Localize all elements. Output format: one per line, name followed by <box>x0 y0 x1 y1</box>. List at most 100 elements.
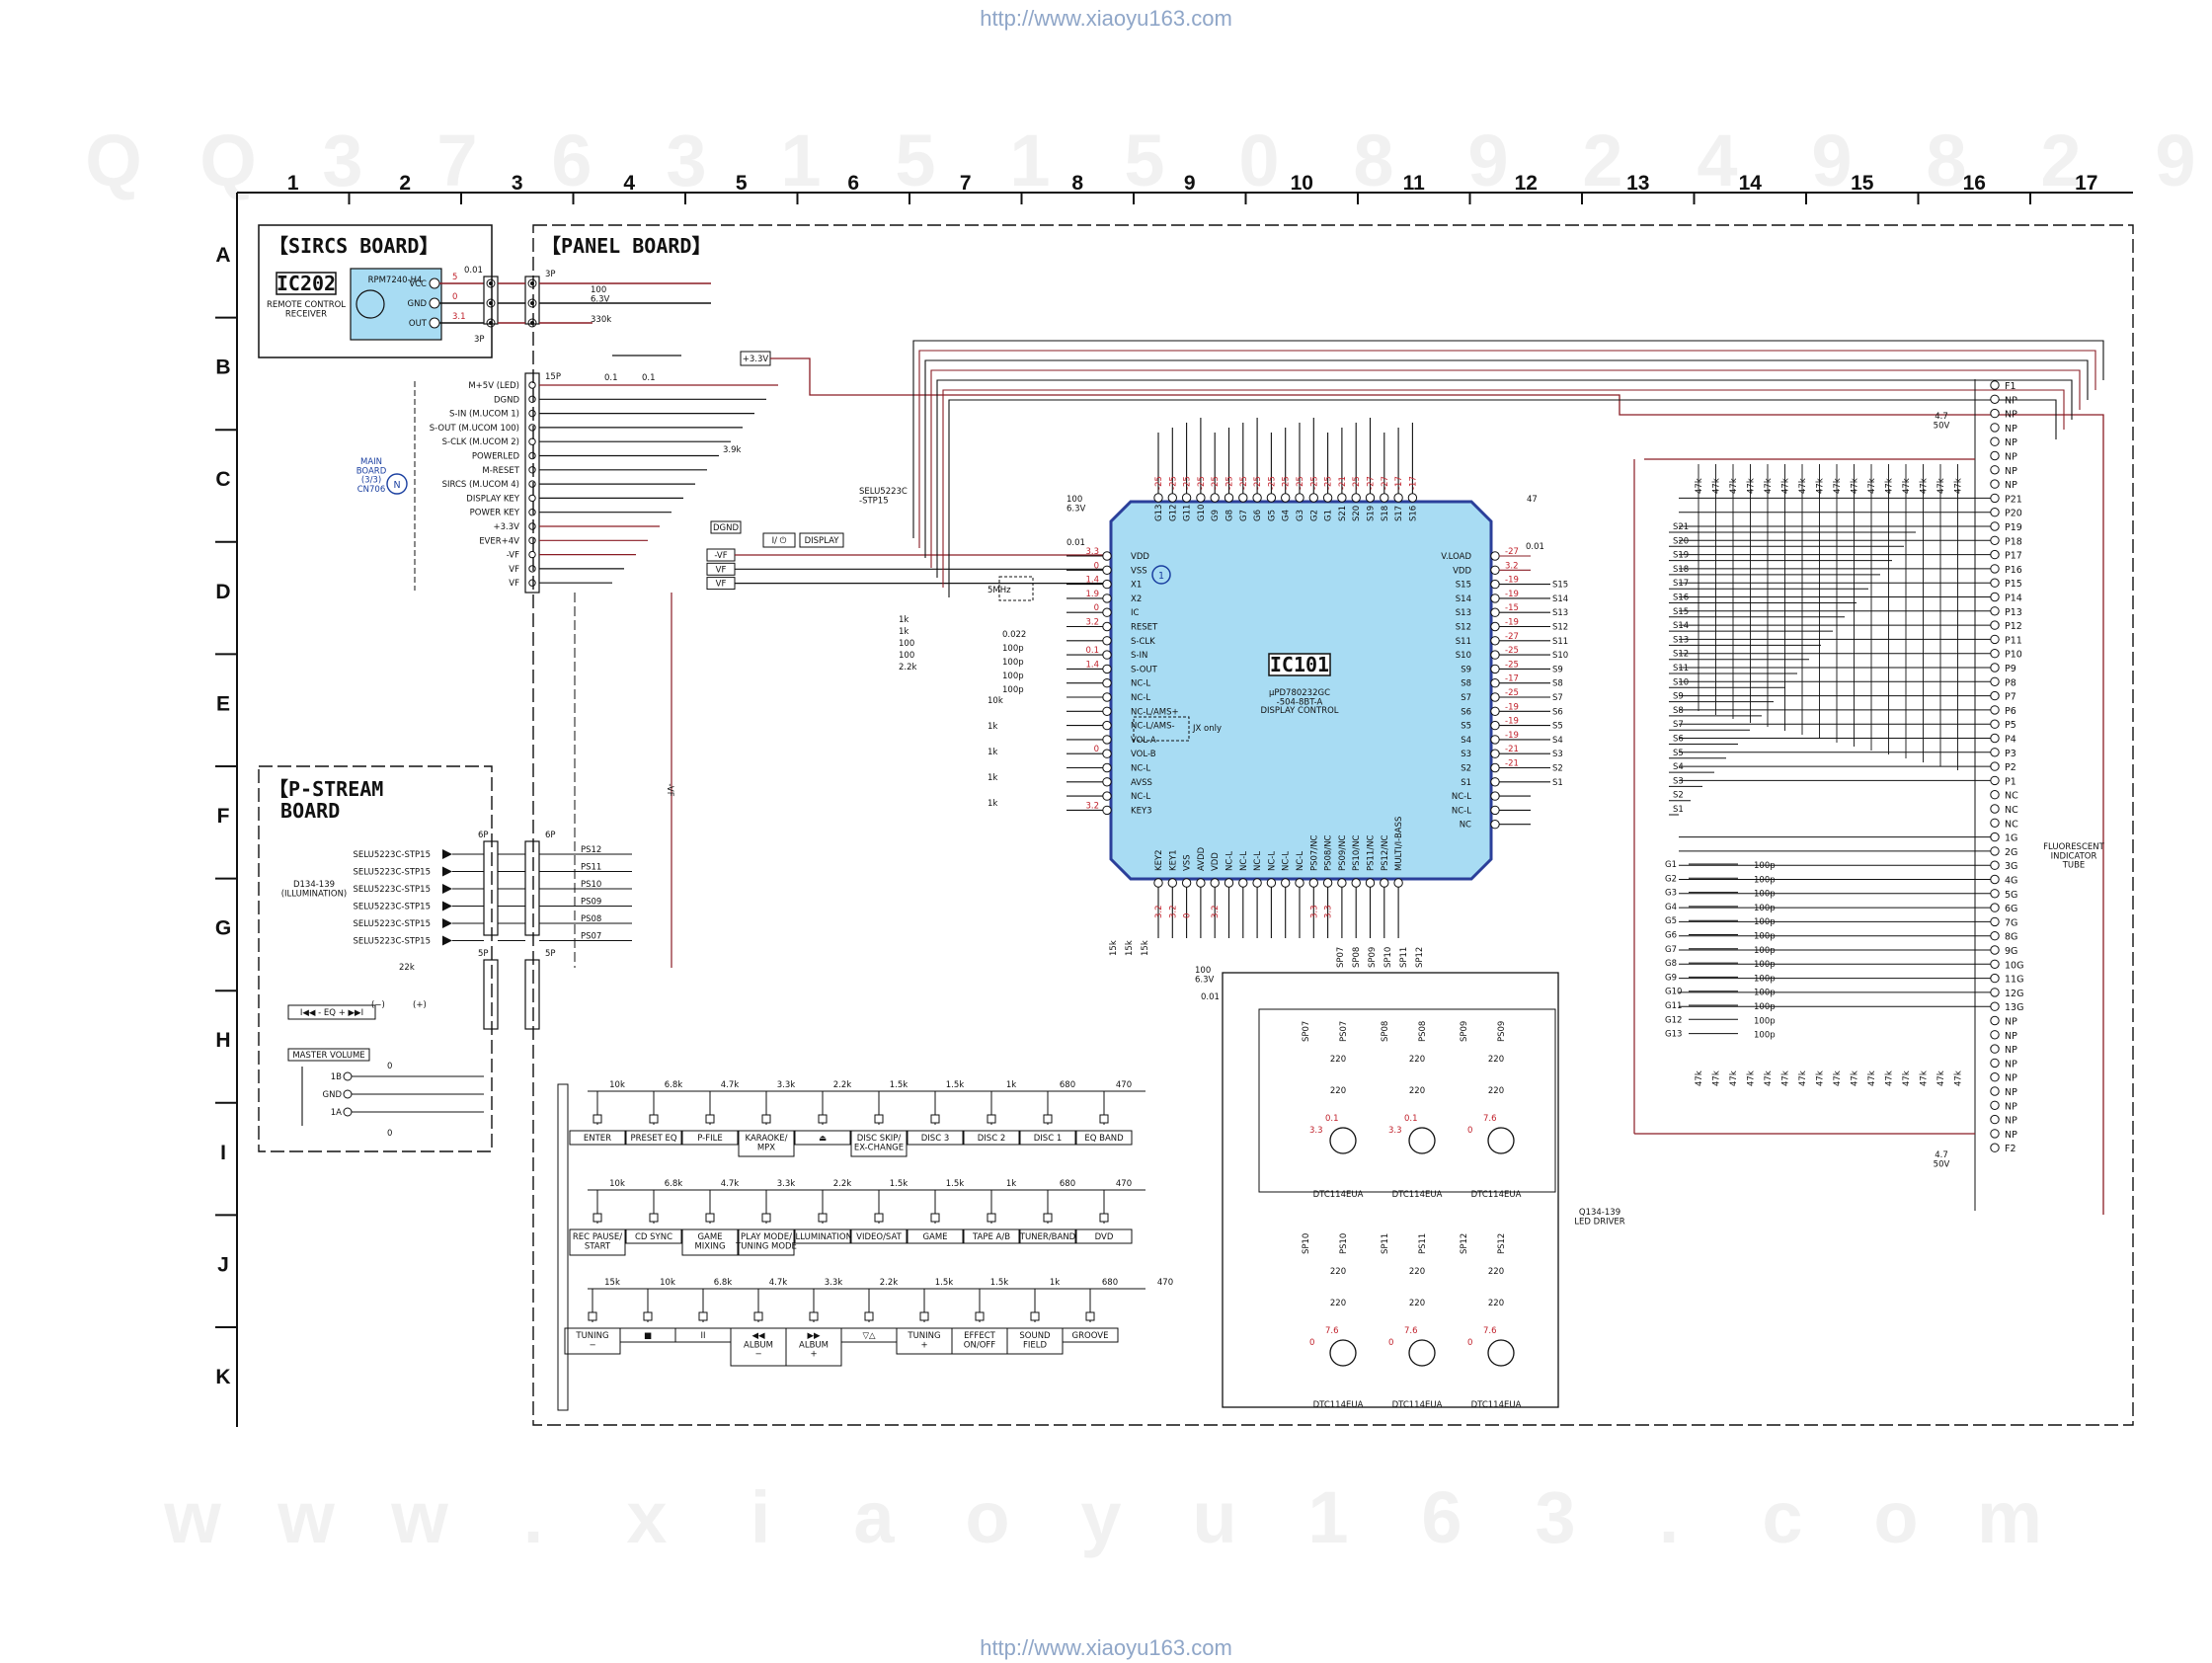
fl-tube-pin <box>1990 818 2000 828</box>
vf-tag-label: -VF <box>714 551 727 561</box>
fl-tube-pin-label: 11G <box>2005 975 2023 986</box>
fl-tube-pin <box>1990 592 2000 602</box>
master-volume-pin-node <box>343 1107 353 1117</box>
key-row1-switch <box>1043 1114 1053 1124</box>
pstream-diodes: D134-139(ILLUMINATION) <box>281 880 348 899</box>
key-row3-key-label: ◀◀ALBUM− <box>744 1331 773 1360</box>
pstream-led-icon <box>442 901 452 911</box>
ic101-left-pin <box>1102 692 1112 702</box>
ext-resistor-key: 1k <box>988 748 997 757</box>
key-row3-key-label: TUNING+ <box>907 1331 940 1350</box>
key-row2-switch <box>592 1213 602 1223</box>
master-volume-box <box>287 1048 370 1062</box>
ic101-right-voltage: -19 <box>1505 590 1519 599</box>
connector-pin <box>528 437 536 445</box>
watermark-digit: 6 <box>551 119 592 201</box>
grid-column-label: 9 <box>1184 172 1196 195</box>
pullup-47k-top: 47k <box>1867 478 1877 494</box>
pullup-47k-top: 47k <box>1729 478 1739 494</box>
ic101-bottom-pin <box>1308 878 1319 888</box>
led-driver-net-ps: PS08 <box>1418 1021 1428 1042</box>
ic202-body <box>350 268 442 341</box>
ic101-bottom-pin-label: PS07/NC <box>1309 834 1319 871</box>
ic101-right-net: S7 <box>1552 693 1563 703</box>
fl-tube-pin-label: P21 <box>2005 494 2022 505</box>
dgnd-label: DGND <box>713 523 739 533</box>
key-row1-resistor: 4.7k <box>721 1080 740 1090</box>
main-board-signal: +3.3V <box>494 522 520 532</box>
ic101-top-voltage: -25 <box>1197 476 1207 490</box>
ic101-top-voltage: -17 <box>1394 476 1404 490</box>
label-line: RECEIVER <box>285 309 327 319</box>
key-row2-resistor: 1.5k <box>946 1179 965 1189</box>
ic101-bottom-pin-label: PS10/NC <box>1352 834 1362 871</box>
key-row1-switch <box>592 1114 602 1124</box>
ic202-pin <box>429 297 440 309</box>
ic101-bottom-pin <box>1252 878 1262 888</box>
fl-tube-pin-label: P4 <box>2005 735 2016 746</box>
key-row3-switch <box>753 1311 763 1321</box>
watermark-digit: 5 <box>895 119 935 201</box>
ic101-right-voltage: -19 <box>1505 702 1519 712</box>
ic101-left-pin-label: X1 <box>1131 581 1142 591</box>
fl-tube-pin <box>1990 465 2000 475</box>
key-row1-key-box <box>681 1130 739 1146</box>
key-row1-key-box <box>625 1130 682 1146</box>
fl-tube-pin-label: P16 <box>2005 565 2022 576</box>
fl-tube-pin-label: 10G <box>2005 960 2023 971</box>
watermark-digit: 9 <box>2155 119 2195 201</box>
key-row2-key-label: ILLUMINATION <box>793 1232 852 1242</box>
watermark-footer-char: 1 <box>1307 1476 1348 1558</box>
watermark-footer-char: y <box>1080 1476 1121 1558</box>
fl-tube-pin <box>1990 1030 2000 1040</box>
fl-tube-pin-label: NC <box>2005 819 2018 830</box>
key-row1-switch <box>818 1114 828 1124</box>
pstream-led-part: SELU5223C-STP15 <box>354 903 431 912</box>
ic101-top-pin <box>1351 493 1361 503</box>
ic101-bottom-pin-label: NC-L <box>1239 851 1249 871</box>
ext-resistor-bottom: 15k <box>1109 940 1119 956</box>
fl-tube-pin-label: F1 <box>2005 381 2016 392</box>
g-cap-100p: 100p <box>1754 1031 1776 1041</box>
ic101-right-net: S11 <box>1552 637 1568 647</box>
ic101-bottom-pin-label: PS09/NC <box>1338 834 1348 871</box>
ic101-left-pin <box>1102 565 1112 575</box>
display-button-label: DISPLAY <box>805 536 840 546</box>
key-row2-key-box <box>907 1228 964 1244</box>
pullup-47k-top: 47k <box>1798 478 1808 494</box>
led-driver-transistor-label: DTC114EUA <box>1471 1190 1522 1200</box>
key-row1-key-label: DISC 2 <box>978 1134 1006 1144</box>
s-net-label: S4 <box>1673 762 1684 772</box>
ic101-right-pin <box>1490 749 1500 758</box>
pullup-47k-bottom: 47k <box>1816 1070 1826 1086</box>
s-net-label: S1 <box>1673 805 1684 815</box>
main-board-signal: -VF <box>507 551 519 561</box>
main-board-signal: POWER KEY <box>470 509 520 518</box>
key-row1-switch <box>930 1114 940 1124</box>
ic101-top-pin <box>1407 493 1418 503</box>
fl-tube-pin-label: NP <box>2005 1130 2017 1141</box>
led-driver-transistor-label-b: DTC114EUA <box>1471 1400 1522 1410</box>
fl-tube-pin <box>1990 804 2000 814</box>
led-driver-transistor-b <box>1329 1339 1357 1367</box>
ic101-right-voltage: -25 <box>1505 646 1519 656</box>
key-row3-resistor: 3.3k <box>825 1278 843 1288</box>
ic101-left-pin <box>1102 678 1112 688</box>
ext-resistor-key: 10k <box>988 696 1003 706</box>
panel-connector-5p-label: 5P <box>545 949 556 959</box>
key-row1-key-label: KARAOKE/MPX <box>746 1134 788 1152</box>
led-driver-transistor-b <box>1487 1339 1515 1367</box>
key-row2-resistor: 1k <box>1006 1179 1016 1189</box>
key-row2-key-label: TAPE A/B <box>972 1232 1010 1242</box>
ic101-right-pin <box>1490 820 1500 830</box>
ic101-bottom-pin <box>1266 878 1277 888</box>
main-board-signal: M-RESET <box>482 466 519 476</box>
ext-resistor-bottom: 15k <box>1125 940 1135 956</box>
label-line: 50V <box>1934 1159 1950 1169</box>
ic101-right-pin-label: V.LOAD <box>1441 552 1471 562</box>
ic101-right-pin <box>1490 692 1500 702</box>
g-net-label: G2 <box>1665 874 1677 884</box>
ic101-top-voltage: -25 <box>1154 476 1164 490</box>
pullup-47k-top: 47k <box>1885 478 1895 494</box>
